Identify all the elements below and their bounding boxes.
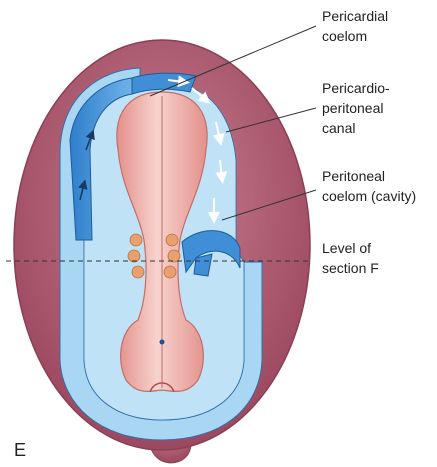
label-canal-line1: Pericardio-: [322, 78, 390, 98]
panel-letter: E: [14, 440, 26, 461]
label-level-line1: Level of: [322, 238, 379, 258]
label-canal-line2: peritoneal: [322, 98, 390, 118]
label-peritoneal-line2: coelom (cavity): [322, 186, 416, 206]
label-peritoneal-coelom: Peritoneal coelom (cavity): [322, 166, 416, 206]
label-pericardial-coelom: Pericardial coelom: [322, 6, 388, 46]
label-pericardio-peritoneal-canal: Pericardio- peritoneal canal: [322, 78, 390, 138]
label-pericardial-coelom-line1: Pericardial: [322, 6, 388, 26]
label-pericardial-coelom-line2: coelom: [322, 26, 388, 46]
label-canal-line3: canal: [322, 118, 390, 138]
label-level-of-section: Level of section F: [322, 238, 379, 278]
label-level-line2: section F: [322, 258, 379, 278]
gut-lumen-dot: [160, 340, 165, 345]
label-peritoneal-line1: Peritoneal: [322, 166, 416, 186]
